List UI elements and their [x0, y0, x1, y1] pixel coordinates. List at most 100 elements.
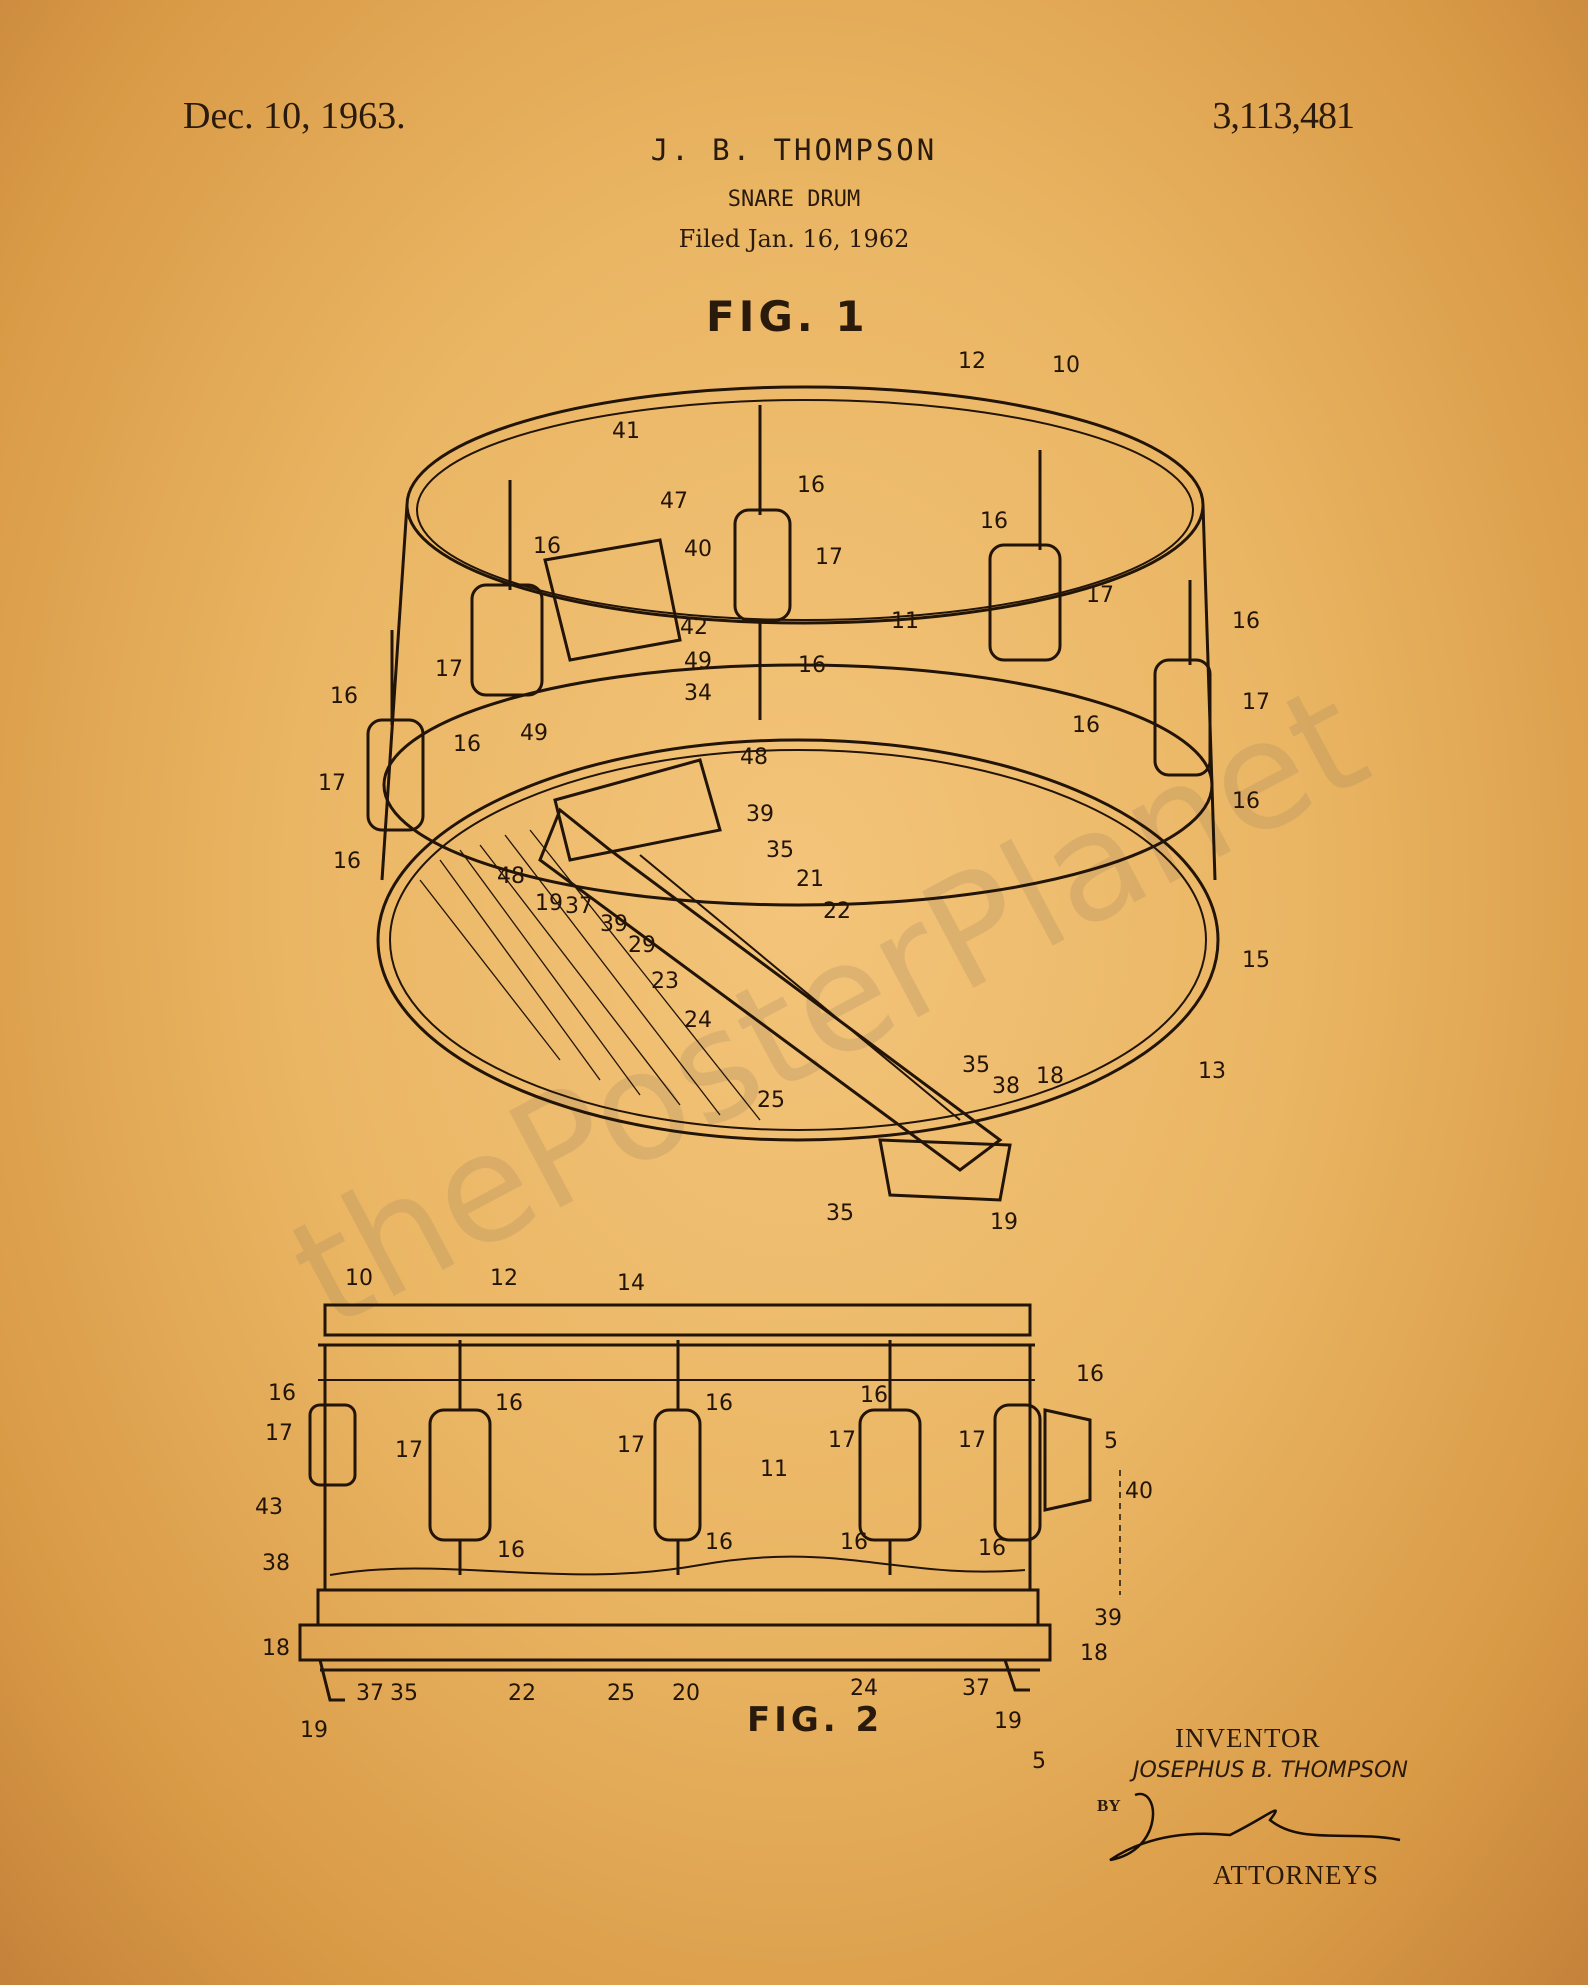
callout: 48 — [740, 745, 768, 770]
callout: 17 — [617, 1433, 645, 1458]
callout: 16 — [705, 1530, 733, 1555]
callout: 17 — [815, 545, 843, 570]
figure-1-drum — [366, 385, 1220, 1202]
callout: 14 — [617, 1271, 645, 1296]
fig2-snare-bed — [298, 1623, 1052, 1662]
callout: 19 — [994, 1709, 1022, 1734]
callout: 21 — [796, 867, 824, 892]
lug-17b — [733, 508, 792, 622]
callout: 17 — [265, 1421, 293, 1446]
callout: 16 — [1232, 609, 1260, 634]
callout: 16 — [705, 1391, 733, 1416]
fig1-snare-wires — [639, 854, 961, 1121]
callout: 39 — [746, 802, 774, 827]
figure-2-drum — [298, 1303, 1121, 1702]
attorneys-label: ATTORNEYS — [1213, 1860, 1380, 1890]
inventor-heading: INVENTOR — [1175, 1723, 1321, 1753]
patent-date: Dec. 10, 1963. — [183, 95, 406, 137]
callout: 16 — [330, 684, 358, 709]
lug-17e — [366, 718, 425, 832]
callout: 16 — [497, 1538, 525, 1563]
fig2-bottom-hoop — [316, 1588, 1040, 1627]
watermark-text: thePosterPlanet — [265, 652, 1392, 1362]
callout: 25 — [757, 1088, 785, 1113]
callout: 29 — [628, 933, 656, 958]
callout: 49 — [684, 649, 712, 674]
lug-17a — [470, 583, 544, 697]
callout: 35 — [390, 1681, 418, 1706]
callout: 35 — [766, 838, 794, 863]
fig2-strainer — [1043, 1408, 1092, 1512]
callout: 39 — [1094, 1606, 1122, 1631]
patent-title: SNARE DRUM — [727, 187, 861, 212]
callout: 43 — [255, 1495, 283, 1520]
signature-drawing — [1109, 1792, 1401, 1862]
callout: 42 — [680, 615, 708, 640]
fig2-lug-d — [993, 1403, 1042, 1542]
callout: 16 — [798, 653, 826, 678]
callout: 41 — [612, 419, 640, 444]
callout: 17 — [1242, 690, 1270, 715]
fig1-snare-butt — [878, 1138, 1012, 1202]
lug-17c — [988, 543, 1062, 662]
callout: 16 — [533, 534, 561, 559]
callout: 40 — [1125, 1479, 1153, 1504]
callout: 16 — [1072, 713, 1100, 738]
callout: 16 — [453, 732, 481, 757]
fig2-butt-right — [1003, 1659, 1030, 1692]
callout: 39 — [600, 912, 628, 937]
callout: 47 — [660, 489, 688, 514]
callout: 5 — [1104, 1429, 1118, 1454]
callout: 11 — [760, 1457, 788, 1482]
callout: 17 — [828, 1428, 856, 1453]
watermark: thePosterPlanet — [265, 652, 1392, 1362]
callout: 35 — [962, 1053, 990, 1078]
callout: 25 — [607, 1681, 635, 1706]
fig1-snare-strainer — [538, 807, 1003, 1172]
callout: 15 — [1242, 948, 1270, 973]
callout: 10 — [1052, 353, 1080, 378]
fig2-butt-left — [318, 1659, 345, 1702]
callout: 22 — [508, 1681, 536, 1706]
fig1-tension-lugs — [366, 508, 1212, 832]
callout: 16 — [840, 1530, 868, 1555]
patent-number: 3,113,481 — [1212, 95, 1355, 137]
callout: 38 — [262, 1551, 290, 1576]
callout: 37 — [962, 1676, 990, 1701]
callout: 16 — [980, 509, 1008, 534]
fig2-lugs — [308, 1403, 1042, 1542]
callout: 24 — [684, 1008, 712, 1033]
callout: 35 — [826, 1201, 854, 1226]
callout: 40 — [684, 537, 712, 562]
inventor-header: J. B. THOMPSON — [650, 133, 938, 167]
fig1-top-hoop — [416, 399, 1194, 621]
figure-2-label: FIG. 2 — [747, 1700, 884, 1740]
callout: 19 — [300, 1718, 328, 1743]
fig2-lug-e — [308, 1403, 357, 1487]
fig1-strainer-mount — [553, 758, 722, 862]
callout: 17 — [1086, 583, 1114, 608]
fig2-top-hoop — [323, 1303, 1032, 1337]
callout: 17 — [958, 1428, 986, 1453]
fig2-lug-a — [428, 1408, 492, 1542]
callout: 37 — [356, 1681, 384, 1706]
callout: 17 — [318, 771, 346, 796]
callout: 16 — [860, 1383, 888, 1408]
callout: 18 — [1036, 1064, 1064, 1089]
callout: 16 — [268, 1381, 296, 1406]
fig1-lower-hoop — [382, 663, 1214, 907]
callout: 49 — [520, 721, 548, 746]
callout: 16 — [978, 1536, 1006, 1561]
fig2-cutaway — [329, 1555, 1026, 1576]
callout: 17 — [395, 1438, 423, 1463]
callout: 16 — [797, 473, 825, 498]
fig1-tension-rods — [390, 405, 1192, 725]
callout: 23 — [651, 969, 679, 994]
callout: 16 — [1076, 1362, 1104, 1387]
fig2-lug-b — [653, 1408, 702, 1542]
fig1-strainer-lever — [543, 538, 682, 662]
lug-17d — [1153, 658, 1212, 777]
callout: 13 — [1198, 1059, 1226, 1084]
callout: 34 — [684, 681, 712, 706]
